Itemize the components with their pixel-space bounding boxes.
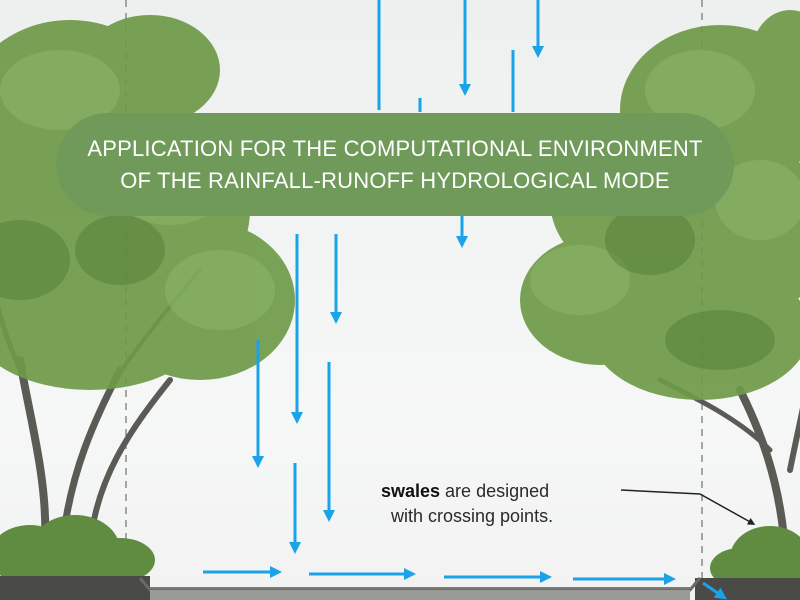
rain-arrows [252,0,544,554]
annotation-bold-word: swales [381,481,441,501]
annotation-line-1: swales are designed [381,479,621,504]
runoff-arrow [702,581,727,600]
runoff-arrows [203,566,727,600]
title-line-2: OF THE RAINFALL-RUNOFF HYDROLOGICAL MODE [120,167,670,193]
ground [0,576,800,600]
title-line-1: APPLICATION FOR THE COMPUTATIONAL ENVIRO… [87,135,703,161]
left-shrub [0,515,155,585]
annotation-pointer [620,489,756,525]
annotation-line-2: with crossing points. [391,506,554,526]
annotation-line-1-rest: are designed [440,481,550,501]
title-banner: APPLICATION FOR THE COMPUTATIONAL ENVIRO… [56,113,734,216]
swales-annotation: swales are designed with crossing points… [381,479,621,529]
